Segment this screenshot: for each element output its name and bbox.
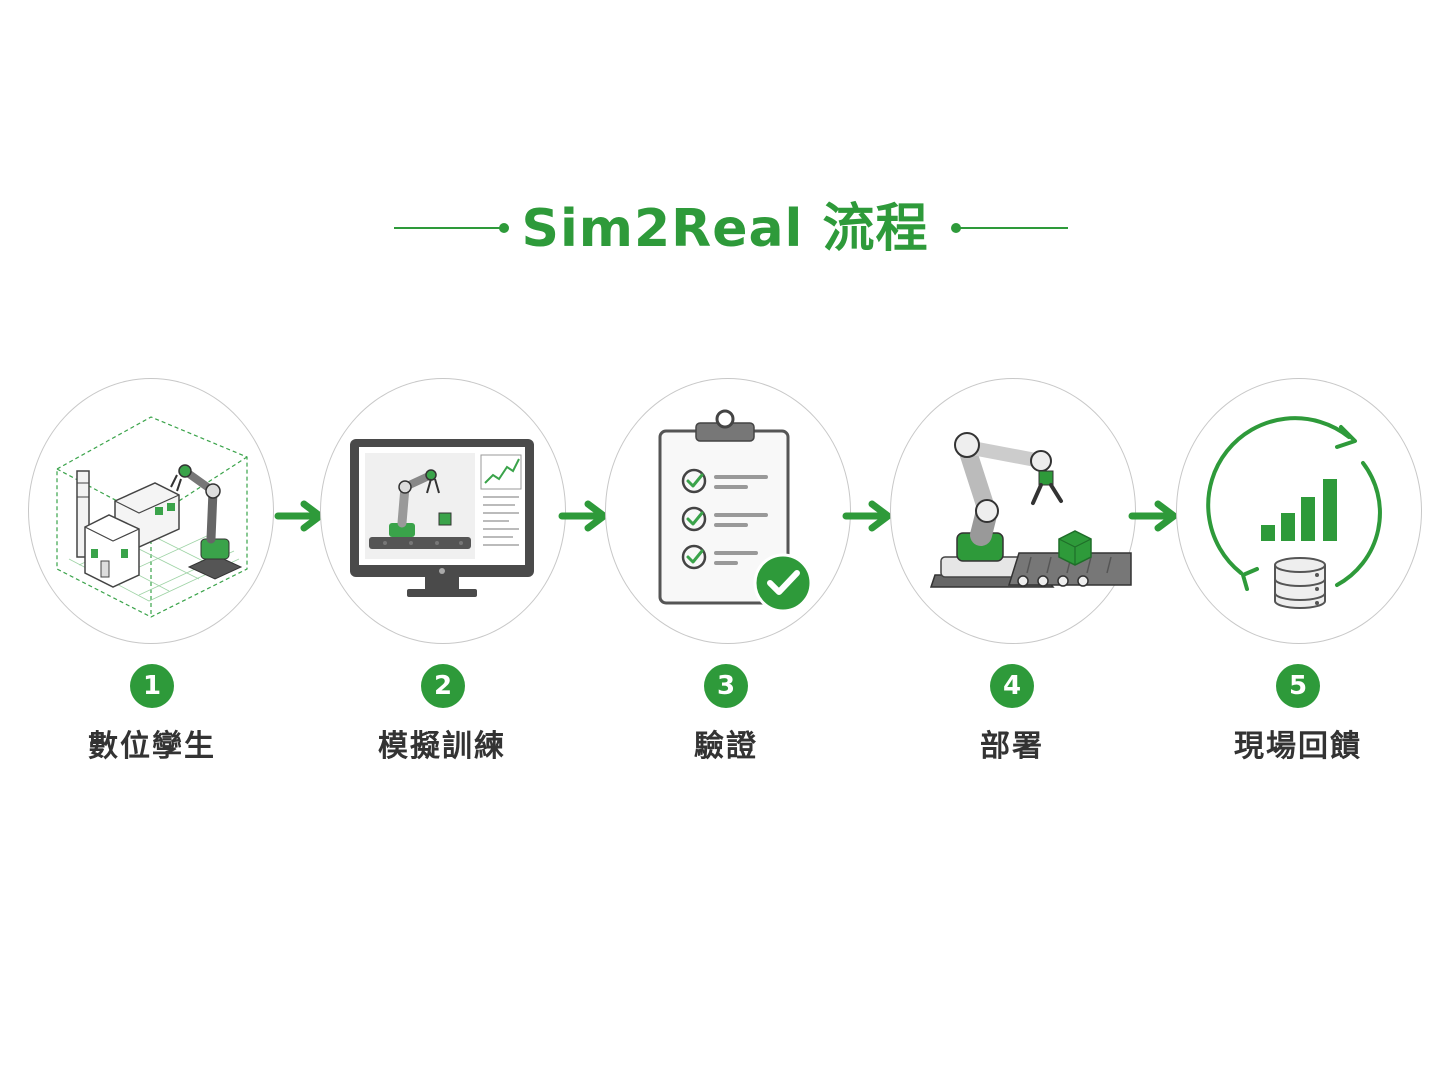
step-4-label: 部署 (980, 729, 1044, 764)
arrow-right-icon (558, 500, 608, 532)
step-3-number-badge: 3 (704, 664, 748, 708)
step-2-label: 模擬訓練 (378, 729, 506, 764)
step-5-label: 現場回饋 (1234, 729, 1362, 764)
step-4-number-badge: 4 (990, 664, 1034, 708)
step-1-circle (28, 378, 274, 644)
page-title: Sim2Real 流程 (521, 199, 929, 259)
title-line-right (956, 227, 1068, 229)
step-2-circle (320, 378, 566, 644)
title-line-left (394, 227, 504, 229)
step-2-number-badge: 2 (421, 664, 465, 708)
arrow-right-icon (1128, 500, 1178, 532)
digital-twin-factory-icon (56, 416, 248, 618)
step-1-number-badge: 1 (130, 664, 174, 708)
title-row: Sim2Real 流程 (0, 190, 1448, 270)
step-5-circle (1176, 378, 1422, 644)
step-4-circle (890, 378, 1136, 644)
simulation-monitor-icon (350, 439, 534, 597)
robot-arm-deployment-icon (929, 432, 1132, 588)
step-1-label: 數位孿生 (88, 729, 216, 764)
step-3-circle (605, 378, 851, 644)
arrow-right-icon (842, 500, 892, 532)
validation-clipboard-icon (658, 409, 813, 613)
title-dot-left (499, 223, 509, 233)
step-5-number-badge: 5 (1276, 664, 1320, 708)
step-3-label: 驗證 (694, 729, 758, 764)
feedback-cycle-icon (1206, 416, 1382, 609)
